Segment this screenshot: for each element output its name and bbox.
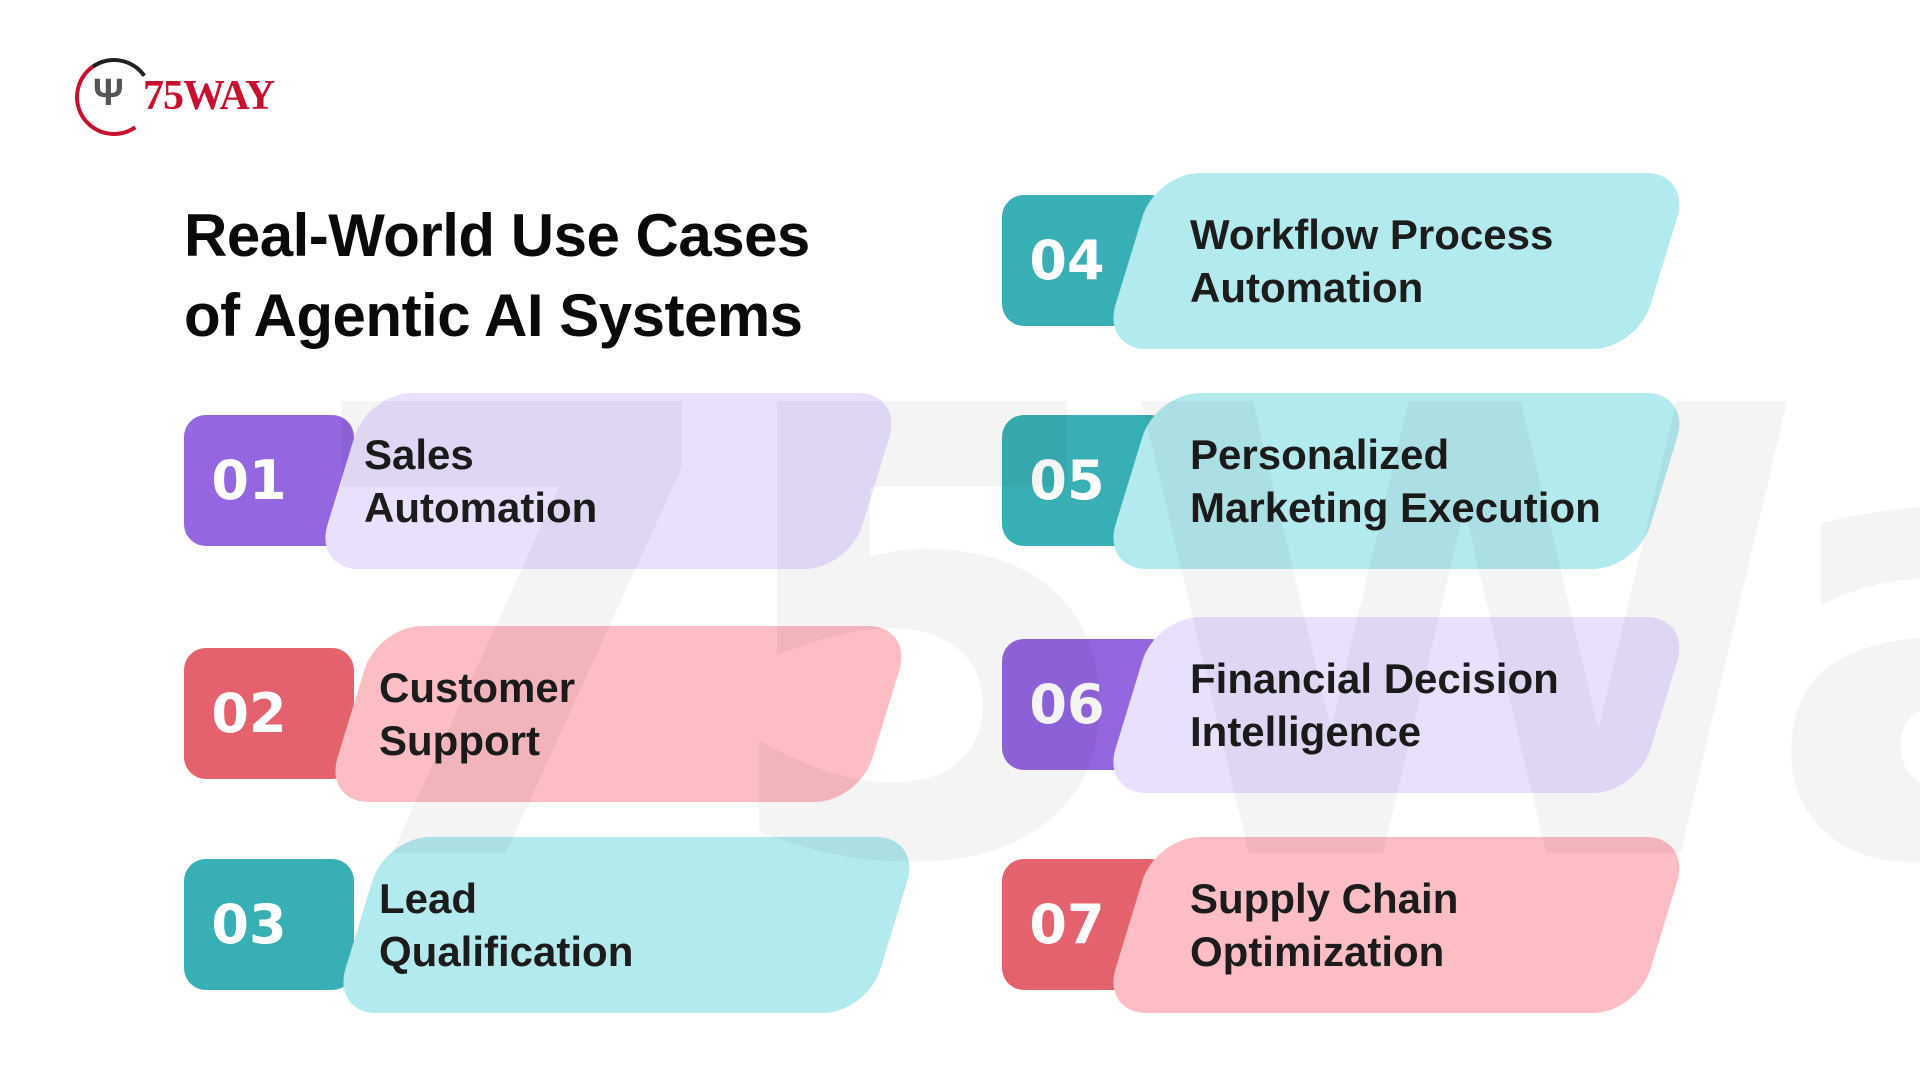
case-number: 05: [1029, 449, 1105, 512]
case-label-line: Supply Chain: [1190, 875, 1459, 922]
case-label-line: Marketing Execution: [1190, 484, 1601, 531]
logo-wordmark: 75WAY: [143, 73, 275, 119]
case-label-line: Intelligence: [1190, 708, 1422, 755]
title-line-2: of Agentic AI Systems: [184, 282, 803, 349]
case-label-line: Financial Decision: [1190, 655, 1559, 702]
case-number: 07: [1029, 893, 1105, 956]
case-number: 01: [211, 449, 287, 512]
case-label-line: Optimization: [1190, 928, 1445, 975]
case-number: 02: [211, 682, 287, 745]
case-label-line: Support: [379, 717, 540, 764]
case-label-line: Qualification: [379, 928, 634, 975]
case-number: 06: [1029, 673, 1105, 736]
case-label-line: Automation: [1190, 264, 1424, 311]
case-label-line: Lead: [379, 875, 478, 922]
case-number: 04: [1029, 229, 1105, 292]
brand-logo: Ψ 75WAY: [68, 51, 305, 143]
case-number-badge: 03: [184, 859, 354, 990]
case-number: 03: [211, 893, 287, 956]
case-number-badge: 01: [184, 415, 354, 546]
case-label-line: Customer: [379, 664, 576, 711]
page-title: Real-World Use Cases of Agentic AI Syste…: [184, 196, 810, 356]
case-label-line: Personalized: [1190, 431, 1450, 478]
title-line-1: Real-World Use Cases: [184, 202, 810, 269]
case-number-badge: 02: [184, 648, 354, 779]
case-label-line: Workflow Process: [1190, 211, 1554, 258]
case-label-line: Automation: [364, 484, 598, 531]
logo-trident-icon: Ψ: [93, 72, 124, 114]
case-label-line: Sales: [364, 431, 474, 478]
